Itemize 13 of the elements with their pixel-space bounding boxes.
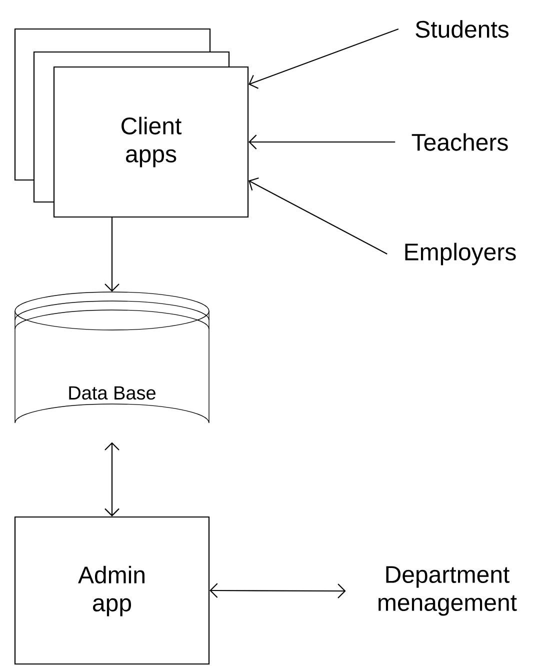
- process-box: Admin app: [14, 516, 210, 665]
- database-cylinder: Data Base: [14, 292, 210, 424]
- arrow: [210, 583, 346, 598]
- arrow: [248, 28, 399, 89]
- arrow: [104, 218, 120, 292]
- text-label: Teachers: [412, 133, 508, 151]
- text-label: Department menagement: [378, 566, 517, 616]
- process-box: Client apps: [53, 66, 249, 218]
- text-label: Students: [416, 20, 508, 38]
- text-label: Employers: [405, 242, 516, 266]
- arrow: [248, 177, 388, 254]
- arrow: [104, 442, 120, 516]
- arrow: [248, 134, 396, 150]
